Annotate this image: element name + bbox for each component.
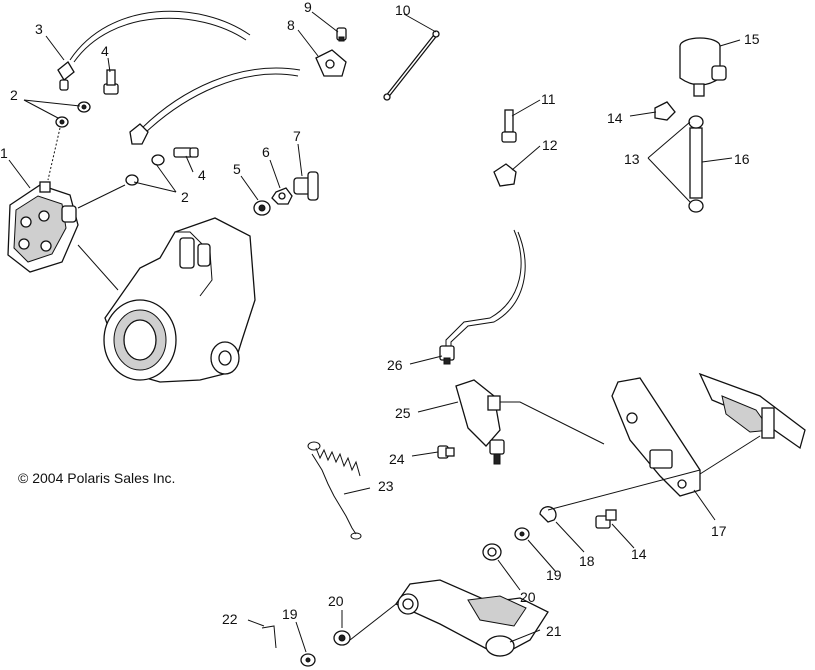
brake-line-lower bbox=[139, 67, 301, 135]
callout-21: 21 bbox=[546, 623, 562, 639]
bolt-24 bbox=[437, 445, 455, 459]
callout-17: 17 bbox=[711, 523, 727, 539]
callout-22: 22 bbox=[222, 611, 238, 627]
callout-19-a: 19 bbox=[546, 567, 562, 583]
callout-leaders bbox=[8, 11, 741, 653]
callout-labels: 1 2 2 3 4 4 5 6 7 8 9 10 11 12 13 14 14 … bbox=[0, 0, 760, 639]
callout-25: 25 bbox=[395, 405, 411, 421]
callout-24: 24 bbox=[389, 451, 405, 467]
callout-15: 15 bbox=[744, 31, 760, 47]
washer-2-b bbox=[77, 101, 91, 113]
reservoir-15 bbox=[679, 37, 727, 97]
bolt-7 bbox=[293, 171, 319, 201]
clip-8 bbox=[315, 49, 347, 77]
callout-20-a: 20 bbox=[520, 589, 536, 605]
axis-line-pedal bbox=[349, 603, 397, 641]
callout-26: 26 bbox=[387, 357, 403, 373]
assembly-line-2 bbox=[77, 184, 126, 209]
banjo-fitting-26 bbox=[439, 345, 455, 365]
spring-23 bbox=[307, 441, 362, 540]
callout-16: 16 bbox=[734, 151, 750, 167]
callout-8: 8 bbox=[287, 17, 295, 33]
brake-line-rear bbox=[445, 229, 526, 358]
assembly-line-1 bbox=[77, 244, 119, 291]
callout-4-a: 4 bbox=[101, 43, 109, 59]
bushing-20-a bbox=[482, 543, 502, 561]
leader-17-mount bbox=[699, 435, 761, 475]
screw-11 bbox=[501, 109, 517, 143]
fitting-2-c bbox=[125, 123, 165, 186]
nut-6 bbox=[271, 187, 293, 205]
bolt-14-lower bbox=[595, 509, 617, 529]
axis-line-18 bbox=[547, 469, 701, 511]
callout-1: 1 bbox=[0, 145, 8, 161]
clamp-14-upper bbox=[654, 101, 676, 121]
switch-25 bbox=[455, 379, 505, 465]
bolt-4-a bbox=[103, 69, 119, 95]
copyright-notice: © 2004 Polaris Sales Inc. bbox=[18, 470, 175, 486]
callout-20-b: 20 bbox=[328, 593, 344, 609]
callout-12: 12 bbox=[542, 137, 558, 153]
washer-19-b bbox=[300, 653, 316, 667]
callout-14-a: 14 bbox=[607, 110, 623, 126]
master-cylinder-1 bbox=[7, 181, 79, 273]
callout-11: 11 bbox=[541, 91, 556, 107]
callout-3: 3 bbox=[35, 21, 43, 37]
rod-10 bbox=[383, 30, 440, 101]
washer-5 bbox=[253, 200, 271, 216]
callout-19-b: 19 bbox=[282, 606, 298, 622]
washer-20-b bbox=[333, 630, 351, 646]
bolt-9 bbox=[336, 27, 347, 42]
washer-19-a bbox=[514, 527, 530, 541]
callout-18: 18 bbox=[579, 553, 595, 569]
callout-13: 13 bbox=[624, 151, 640, 167]
fitting-12 bbox=[493, 163, 517, 187]
mount-bracket bbox=[698, 372, 806, 450]
bracket-17 bbox=[611, 377, 701, 497]
hose-16 bbox=[688, 115, 704, 213]
callout-23: 23 bbox=[378, 478, 394, 494]
callout-14-b: 14 bbox=[631, 546, 647, 562]
callout-4-b: 4 bbox=[198, 167, 206, 183]
callout-10: 10 bbox=[395, 2, 411, 18]
pin-22 bbox=[261, 625, 277, 649]
callout-7: 7 bbox=[293, 128, 301, 144]
washer-2-a bbox=[55, 116, 69, 128]
pedal-21 bbox=[395, 579, 549, 657]
housing-casting bbox=[103, 217, 256, 383]
callout-9: 9 bbox=[304, 0, 312, 15]
hose-fitting-3 bbox=[57, 61, 75, 91]
callout-6: 6 bbox=[262, 144, 270, 160]
callout-5: 5 bbox=[233, 161, 241, 177]
callout-2-b: 2 bbox=[181, 189, 189, 205]
brake-line-upper bbox=[69, 10, 251, 63]
leader-25-17 bbox=[498, 401, 605, 445]
bolt-4-b bbox=[173, 147, 199, 158]
callout-2-a: 2 bbox=[10, 87, 18, 103]
